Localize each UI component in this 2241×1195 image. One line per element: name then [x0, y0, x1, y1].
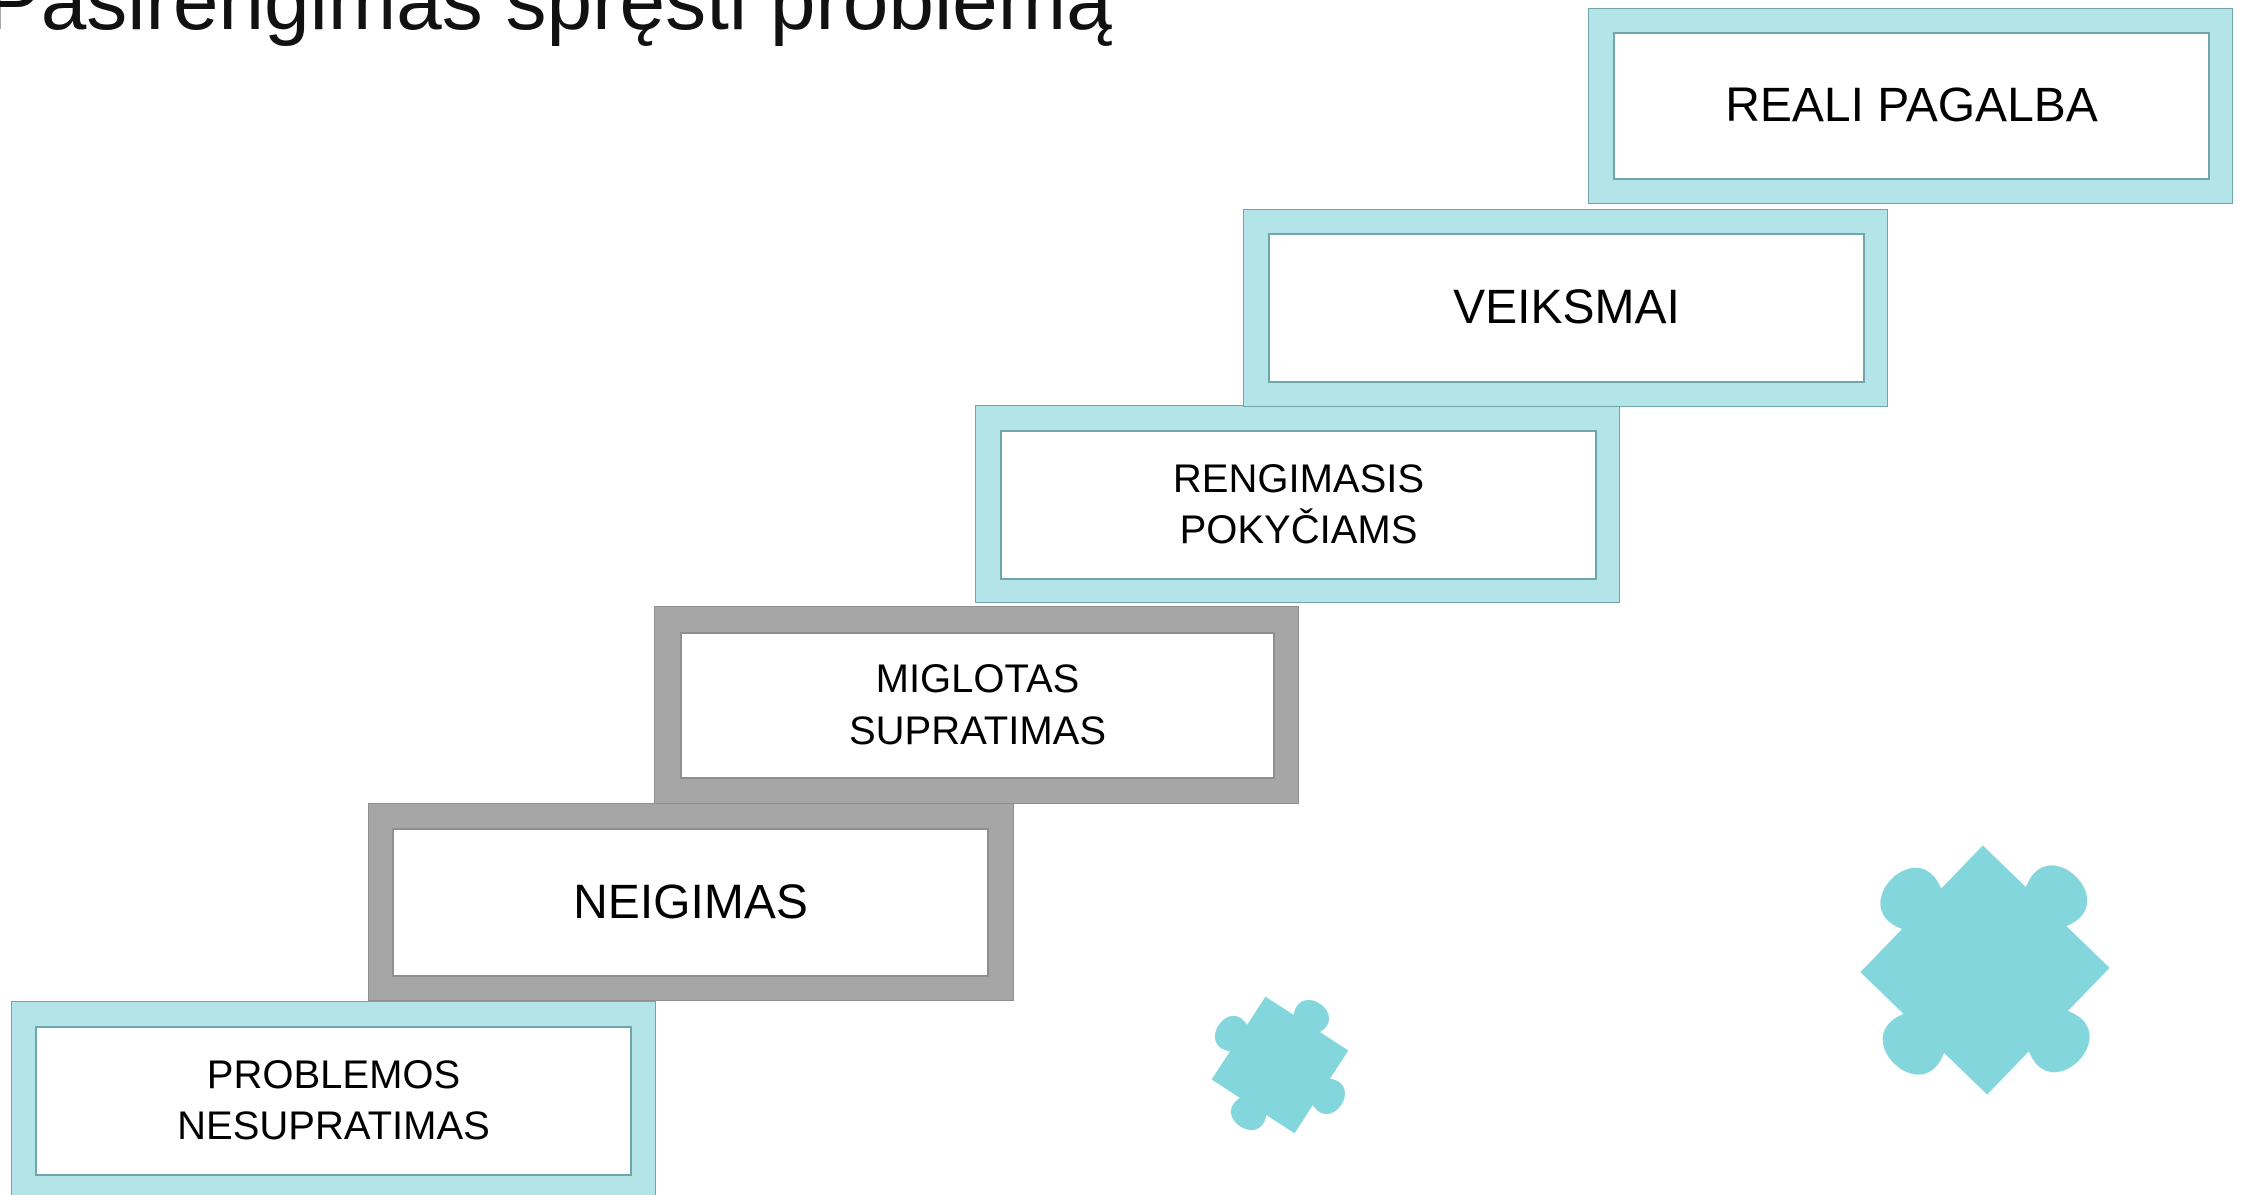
step-problem-misunderstanding: PROBLEMOS NESUPRATIMAS	[11, 1001, 656, 1195]
step-label: VEIKSMAI	[1453, 281, 1680, 335]
step-label: RENGIMASIS POKYČIAMS	[1172, 456, 1425, 552]
step-real-help: REALI PAGALBA	[1588, 8, 2233, 204]
step-inner-box: RENGIMASIS POKYČIAMS	[1000, 430, 1597, 580]
puzzle-piece-icon	[1860, 845, 2110, 1095]
step-label: NEIGIMAS	[573, 875, 808, 929]
puzzle-piece-icon	[1211, 996, 1349, 1134]
step-actions: VEIKSMAI	[1243, 209, 1888, 407]
step-denial: NEIGIMAS	[368, 803, 1014, 1001]
step-inner-box: MIGLOTAS SUPRATIMAS	[680, 632, 1275, 779]
page-title: Pasirengimas spręsti problemą	[0, 0, 1112, 47]
step-inner-box: PROBLEMOS NESUPRATIMAS	[35, 1026, 632, 1176]
step-inner-box: NEIGIMAS	[392, 828, 989, 977]
step-inner-box: VEIKSMAI	[1268, 233, 1865, 383]
step-label: PROBLEMOS NESUPRATIMAS	[177, 1052, 490, 1148]
step-inner-box: REALI PAGALBA	[1613, 32, 2210, 180]
step-vague-understanding: MIGLOTAS SUPRATIMAS	[654, 606, 1299, 804]
step-label: MIGLOTAS SUPRATIMAS	[848, 657, 1107, 753]
step-preparing-for-change: RENGIMASIS POKYČIAMS	[975, 405, 1620, 603]
step-label: REALI PAGALBA	[1725, 79, 2098, 133]
